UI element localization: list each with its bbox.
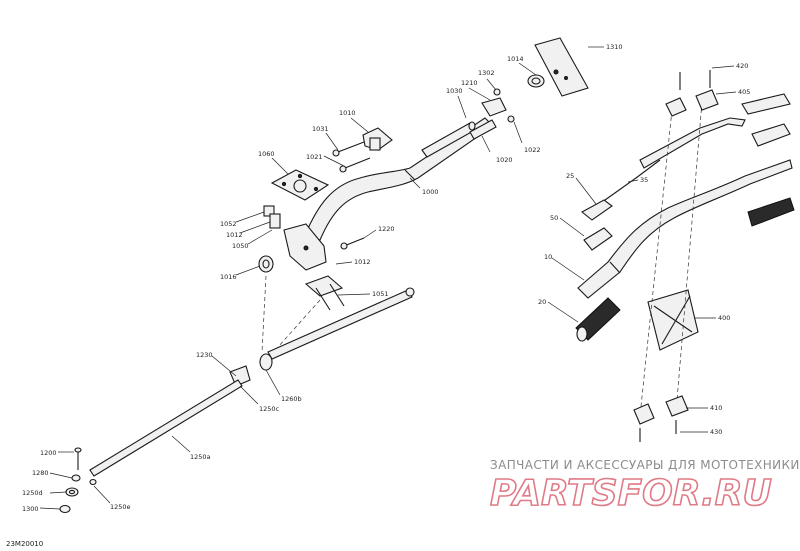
callout-1250e: 1250e: [110, 503, 131, 511]
callout-1230: 1230: [196, 351, 213, 359]
washer-1016: [258, 255, 274, 273]
callout-1050: 1050: [232, 242, 249, 250]
bolt-1220: [340, 237, 365, 250]
callout-1031: 1031: [312, 125, 329, 133]
bolt-1031: [332, 141, 365, 157]
riser-bracket: [283, 223, 327, 271]
callout-1210: 1210: [461, 79, 478, 87]
callout-1012-upper: 1012: [226, 231, 243, 239]
joint-1260b: [259, 353, 273, 371]
lower-clamp-1012: [304, 275, 345, 311]
watermark-tagline: ЗАПЧАСТИ И АКСЕССУАРЫ ДЛЯ МОТОТЕХНИКИ: [490, 458, 800, 472]
callout-1012-lower: 1012: [354, 258, 371, 266]
callout-1310: 1310: [606, 43, 623, 51]
handlebar-10: [577, 159, 793, 299]
callout-1250d: 1250d: [22, 489, 43, 497]
callout-1250c: 1250c: [259, 405, 280, 413]
callout-1280: 1280: [32, 469, 49, 477]
clamp-1010: [362, 127, 393, 151]
callout-430: 430: [710, 428, 722, 436]
clamp-1210: [481, 97, 507, 117]
callout-1060: 1060: [258, 150, 275, 158]
spacer-1052: [263, 205, 281, 229]
riser-400: [647, 289, 699, 351]
callout-410: 410: [710, 404, 722, 412]
grip-50: [583, 227, 613, 251]
rod-end-1250d: [65, 487, 79, 497]
callout-1250a: 1250a: [190, 453, 211, 461]
grip-right: [747, 197, 795, 227]
ring-1014: [527, 74, 545, 88]
nut-1300: [59, 504, 71, 514]
callout-1030: 1030: [446, 87, 463, 95]
nut-1250e: [89, 478, 97, 486]
callout-1021: 1021: [306, 153, 323, 161]
callout-1052: 1052: [220, 220, 237, 228]
callout-1000: 1000: [422, 188, 439, 196]
steering-rod-1051: [267, 287, 415, 360]
clamp-410: [633, 395, 689, 425]
bar-end-upper: [741, 93, 791, 147]
fitting-1022: [507, 115, 515, 123]
callout-1016: 1016: [220, 273, 237, 281]
callout-50: 50: [550, 214, 558, 222]
callout-420: 420: [736, 62, 748, 70]
diagram-code: 23M20010: [6, 540, 43, 548]
clamp-405: [665, 89, 719, 117]
fitting-1302: [493, 88, 501, 96]
callout-1300: 1300: [22, 505, 39, 513]
callout-1200: 1200: [40, 449, 57, 457]
callout-405: 405: [738, 88, 750, 96]
callout-1260b: 1260b: [281, 395, 302, 403]
callout-labels: 1310 1014 1302 1210 1030 1010 1031 1022 …: [22, 43, 750, 513]
callout-1010: 1010: [339, 109, 356, 117]
bolt-430: [639, 420, 677, 442]
callout-1014: 1014: [507, 55, 524, 63]
callout-35: 35: [640, 176, 648, 184]
joint-1250c: [229, 365, 251, 387]
callout-1022: 1022: [524, 146, 541, 154]
tube-1020: [469, 119, 497, 140]
watermark: ЗАПЧАСТИ И АКСЕССУАРЫ ДЛЯ МОТОТЕХНИКИ PA…: [489, 458, 800, 515]
plate-1310: [534, 37, 589, 97]
callout-25: 25: [566, 172, 574, 180]
switch-25: [581, 199, 613, 221]
callout-1302: 1302: [478, 69, 495, 77]
leader-lines: [39, 46, 737, 510]
bolt-1021: [339, 157, 371, 173]
watermark-brand: PARTSFOR.RU: [490, 473, 772, 514]
callout-10: 10: [544, 253, 552, 261]
grip-20: [575, 297, 621, 342]
rod-1250a: [89, 379, 243, 477]
callout-20: 20: [538, 298, 546, 306]
bolt-420: [679, 70, 711, 90]
callout-1020: 1020: [496, 156, 513, 164]
callout-1051: 1051: [372, 290, 389, 298]
callout-1220: 1220: [378, 225, 395, 233]
bolt-1200: [74, 447, 82, 470]
nut-1280: [71, 474, 81, 482]
mounting-plate-1060: [270, 169, 330, 201]
callout-400: 400: [718, 314, 730, 322]
